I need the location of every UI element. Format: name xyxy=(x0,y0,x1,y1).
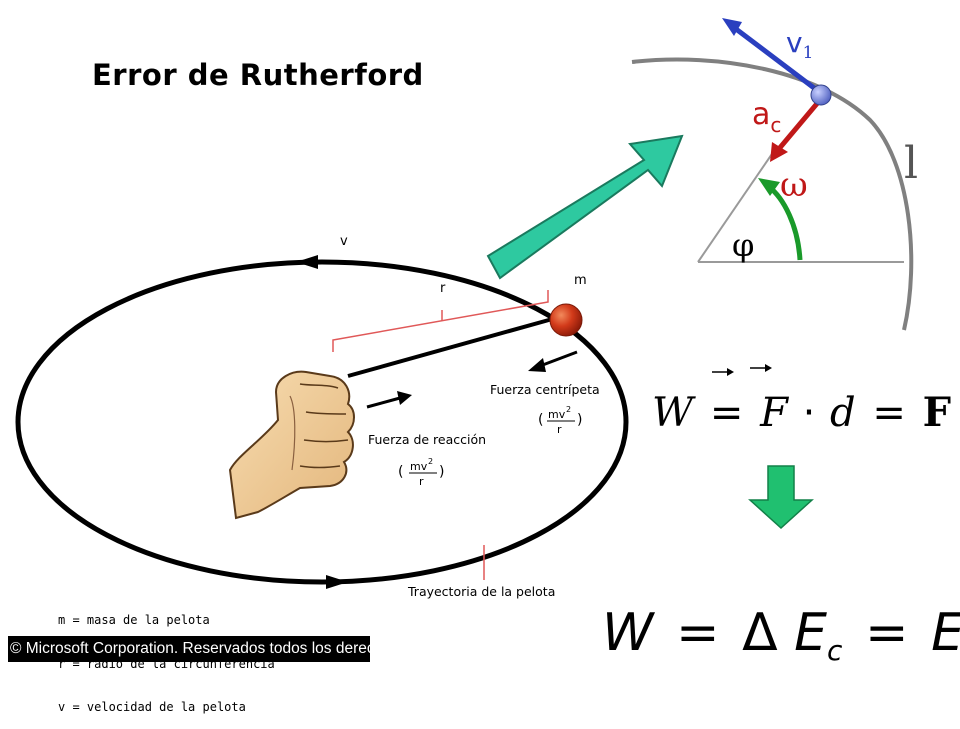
svg-text:2: 2 xyxy=(566,405,571,414)
orbit-arrow-top xyxy=(296,255,318,269)
orbit-arrow-bottom xyxy=(326,575,348,589)
work-formula: W = F · d = F · d = F · d · cos α xyxy=(652,364,960,436)
svg-text:): ) xyxy=(439,464,444,480)
v1-arrow-head xyxy=(722,18,742,36)
radius-bracket xyxy=(332,290,549,352)
legend-line: v = velocidad de la pelota xyxy=(58,700,246,714)
reaction-formula: ( mv 2 r ) xyxy=(398,457,444,488)
ac-arrow-head xyxy=(770,142,788,162)
circular-motion-diagram: v1 ac l ω φ xyxy=(631,18,918,331)
centripetal-arrow-head xyxy=(528,358,546,372)
vector-mark-F-head xyxy=(727,368,734,376)
orbit-ellipse xyxy=(15,259,629,585)
legend-line: m = masa de la pelota xyxy=(58,613,210,627)
v1-arrow-shaft xyxy=(730,24,824,96)
svg-text:2: 2 xyxy=(428,457,433,466)
svg-text:(: ( xyxy=(538,412,543,428)
label-v: v xyxy=(340,234,348,249)
svg-text:): ) xyxy=(577,412,582,428)
label-ac: ac xyxy=(752,97,781,137)
label-omega: ω xyxy=(780,165,808,205)
label-length: l xyxy=(904,138,918,189)
arc-path xyxy=(631,57,914,331)
label-phi: φ xyxy=(732,226,754,264)
copyright-bar: © Microsoft Corporation. Reservados todo… xyxy=(8,636,370,662)
centripetal-label: Fuerza centrípeta xyxy=(490,382,600,397)
page-title: Error de Rutherford xyxy=(92,58,424,92)
down-arrow xyxy=(748,465,814,530)
vector-mark-d-head xyxy=(765,364,772,372)
fist-illustration xyxy=(228,370,355,520)
reaction-label: Fuerza de reacción xyxy=(368,432,486,447)
svg-text:W = Δ Ec: W = Δ Ec = Ec2 − Ec1 xyxy=(602,603,960,673)
omega-arrow-head xyxy=(758,178,780,196)
ball xyxy=(549,303,583,337)
radius-line xyxy=(697,147,777,263)
svg-text:mv: mv xyxy=(410,460,428,473)
svg-text:r: r xyxy=(419,475,424,488)
centripetal-formula: ( mv 2 r ) xyxy=(538,405,582,436)
svg-text:mv: mv xyxy=(548,408,566,421)
orbit-diagram: v r m Fuerza centrípeta ( mv 2 r ) Fuerz… xyxy=(15,234,629,599)
label-m: m xyxy=(574,273,587,288)
svg-text:W = F ·: W = F · d = F · d = F · d · cos α xyxy=(652,389,960,436)
trajectory-label: Trayectoria de la pelota xyxy=(407,584,555,599)
svg-text:r: r xyxy=(557,423,562,436)
label-r: r xyxy=(440,281,446,296)
centripetal-arrow-shaft xyxy=(539,350,578,368)
label-v1: v1 xyxy=(786,26,813,63)
moving-particle xyxy=(810,84,832,106)
svg-text:(: ( xyxy=(398,464,403,480)
energy-formula: W = Δ Ec = Ec2 − Ec1 xyxy=(602,603,960,673)
reaction-arrow-head xyxy=(397,391,412,405)
radius-string xyxy=(347,316,557,378)
reaction-arrow-shaft xyxy=(366,396,401,409)
pointer-arrow xyxy=(486,134,684,280)
ac-arrow-shaft xyxy=(776,98,822,152)
